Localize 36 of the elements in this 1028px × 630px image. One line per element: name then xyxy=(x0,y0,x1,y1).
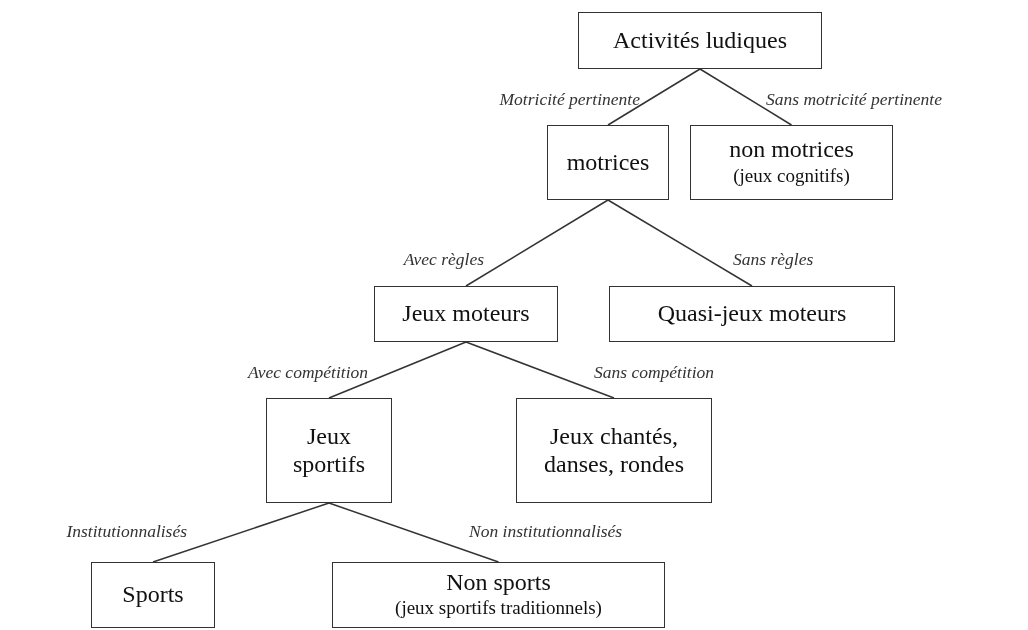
edge-label: Institutionnalisés xyxy=(66,521,187,542)
connector-line xyxy=(328,502,500,563)
category-box xyxy=(374,286,558,342)
edge-label: Sans compétition xyxy=(594,362,715,383)
edge-label: Non institutionnalisés xyxy=(469,521,623,542)
category-box xyxy=(516,398,712,503)
category-label: Jeux chantés, danses, rondes xyxy=(543,422,685,479)
category-label: Quasi-jeux moteurs xyxy=(657,300,847,328)
category-label: Jeux sportifs xyxy=(292,422,366,479)
category-box xyxy=(332,562,665,628)
category-label: non motrices xyxy=(729,136,854,164)
category-label: Non sports xyxy=(446,568,551,597)
connector-line xyxy=(152,502,330,563)
category-label: Sports xyxy=(122,581,184,609)
connector-line xyxy=(465,341,615,399)
edge-label: Avec compétition xyxy=(247,362,368,383)
category-box xyxy=(578,12,822,69)
edge-label: Motricité pertinente xyxy=(499,89,640,110)
category-box xyxy=(266,398,392,503)
connector-line xyxy=(607,199,753,287)
category-note: (jeux cognitifs) xyxy=(733,163,850,188)
edge-label: Avec règles xyxy=(403,249,484,270)
connector-line xyxy=(607,68,701,126)
category-label: motrices xyxy=(566,148,650,177)
category-box xyxy=(547,125,669,200)
connector-line xyxy=(465,199,609,287)
category-label: Activités ludiques xyxy=(613,26,787,55)
edge-label: Sans règles xyxy=(733,249,814,270)
edge-label: Sans motricité pertinente xyxy=(766,89,942,110)
category-label: Jeux moteurs xyxy=(402,300,530,328)
connector-line xyxy=(328,341,467,399)
connector-line xyxy=(699,68,793,126)
category-box xyxy=(690,125,893,200)
category-note: (jeux sportifs traditionnels) xyxy=(395,596,602,621)
category-box xyxy=(609,286,895,342)
category-box xyxy=(91,562,215,628)
